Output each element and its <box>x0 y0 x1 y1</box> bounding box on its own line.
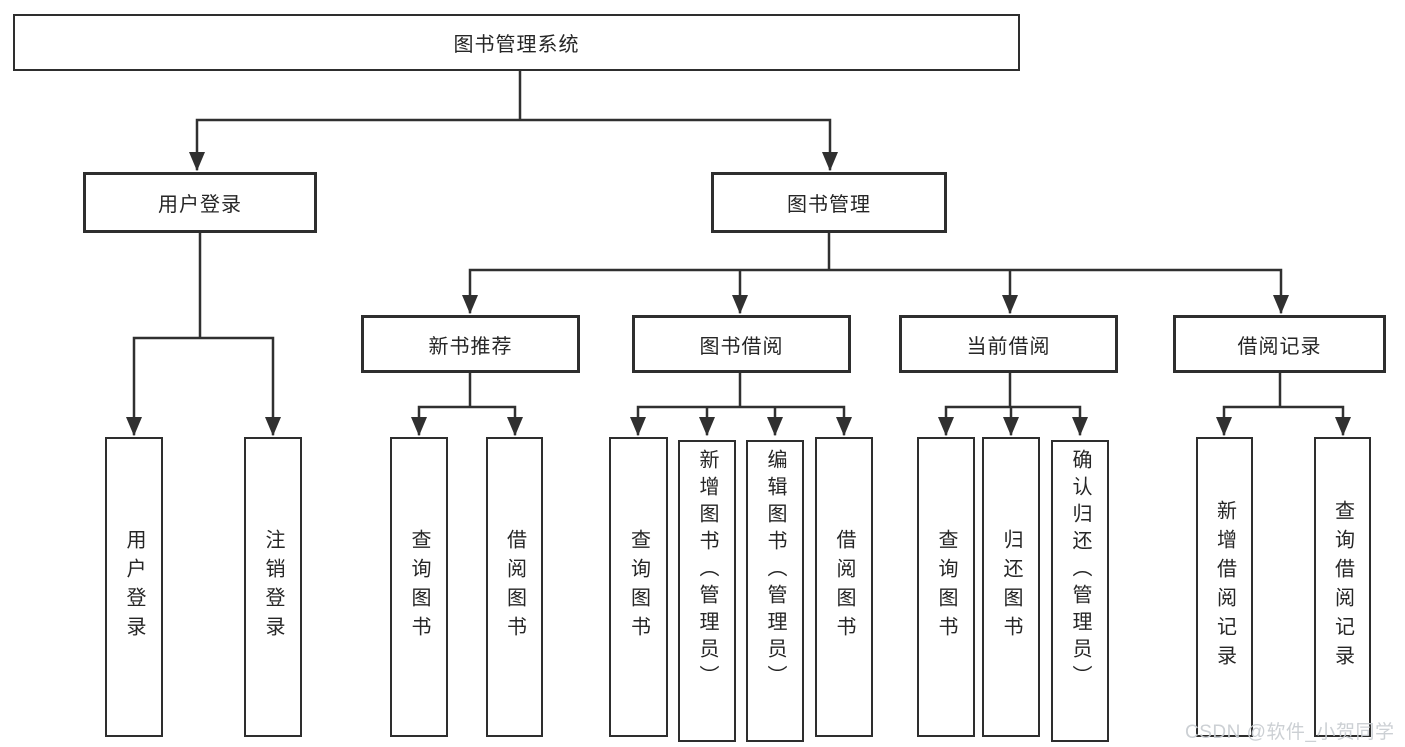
node-borrowing-records: 借阅记录 <box>1173 315 1386 373</box>
node-library-system: 图书管理系统 <box>13 14 1020 71</box>
node-current-borrowing: 当前借阅 <box>899 315 1118 373</box>
watermark: CSDN @软件_小贺同学 <box>1185 722 1395 743</box>
node-leaf-logout-label: 注销登录 <box>262 529 284 645</box>
node-leaf-user-login-label: 用户登录 <box>123 529 145 645</box>
node-leaf-bb-query-book-label: 查询图书 <box>627 529 650 645</box>
node-leaf-bb-borrow-book-label: 借阅图书 <box>833 529 855 645</box>
node-user-login-label: 用户登录 <box>158 194 242 216</box>
node-leaf-bb-query-book: 查询图书 <box>609 437 668 737</box>
node-leaf-user-login: 用户登录 <box>105 437 163 737</box>
node-borrowing-records-label: 借阅记录 <box>1237 335 1322 358</box>
node-leaf-nbr-borrow-book: 借阅图书 <box>486 437 543 737</box>
edge-root-to-level2 <box>195 68 832 171</box>
node-book-management-label: 图书管理 <box>787 194 871 216</box>
node-leaf-cb-return-book: 归还图书 <box>982 437 1040 737</box>
node-leaf-br-query-record: 查询借阅记录 <box>1314 437 1371 737</box>
node-leaf-nbr-borrow-book-label: 借阅图书 <box>503 529 526 645</box>
node-leaf-bb-borrow-book: 借阅图书 <box>815 437 873 737</box>
node-leaf-logout: 注销登录 <box>244 437 302 737</box>
node-leaf-cb-confirm-return-admin: 确认归还（管理员） <box>1051 440 1109 742</box>
node-new-book-recommend: 新书推荐 <box>361 315 580 373</box>
node-leaf-cb-confirm-return-admin-label: 确认归还（管理员） <box>1069 449 1091 692</box>
node-leaf-bb-edit-book-admin: 编辑图书（管理员） <box>746 440 804 742</box>
node-leaf-bb-add-book-admin-label: 新增图书（管理员） <box>696 449 718 692</box>
edge-user-login-to-children <box>132 230 275 436</box>
node-leaf-cb-query-book: 查询图书 <box>917 437 975 737</box>
edge-new-book-rec-to-children <box>417 370 517 436</box>
tree-edges <box>132 68 1345 436</box>
node-new-book-recommend-label: 新书推荐 <box>428 335 513 358</box>
edge-book-borrow-to-children <box>636 370 846 436</box>
node-leaf-bb-edit-book-admin-label: 编辑图书（管理员） <box>764 449 786 692</box>
node-leaf-nbr-query-book: 查询图书 <box>390 437 448 737</box>
node-leaf-cb-return-book-label: 归还图书 <box>1000 529 1022 645</box>
edge-book-mgmt-to-sections <box>468 230 1283 314</box>
node-leaf-nbr-query-book-label: 查询图书 <box>408 529 430 645</box>
node-book-borrowing-label: 图书借阅 <box>699 335 784 358</box>
edge-current-borrow-to-children <box>944 370 1082 436</box>
node-user-login: 用户登录 <box>83 172 317 233</box>
node-book-management: 图书管理 <box>711 172 947 233</box>
node-leaf-bb-add-book-admin: 新增图书（管理员） <box>678 440 736 742</box>
edge-borrow-records-to-children <box>1222 370 1345 436</box>
node-current-borrowing-label: 当前借阅 <box>966 335 1051 358</box>
node-leaf-br-query-record-label: 查询借阅记录 <box>1331 500 1354 674</box>
node-leaf-br-add-record-label: 新增借阅记录 <box>1213 500 1236 674</box>
node-library-system-label: 图书管理系统 <box>453 34 580 56</box>
node-book-borrowing: 图书借阅 <box>632 315 851 373</box>
node-leaf-cb-query-book-label: 查询图书 <box>935 529 957 645</box>
node-leaf-br-add-record: 新增借阅记录 <box>1196 437 1253 737</box>
